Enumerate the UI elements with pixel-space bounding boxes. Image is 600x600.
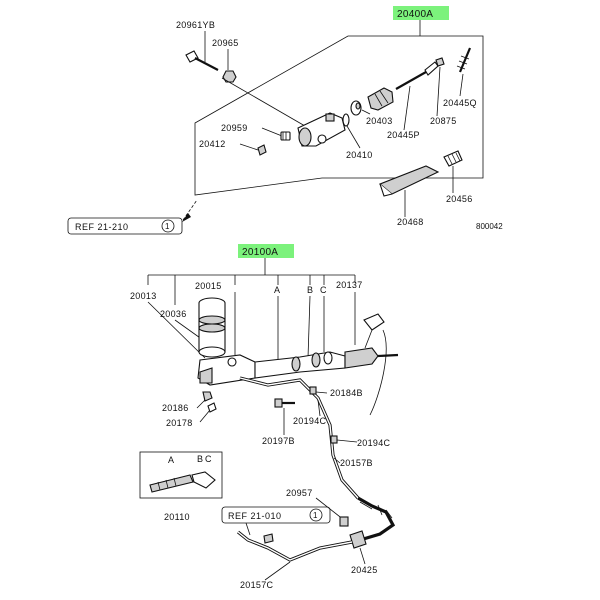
assembly-number-upper: 20400A: [397, 9, 433, 20]
leader-line: [333, 457, 341, 464]
part-label: 20184B: [330, 388, 363, 398]
part-label: 20961YB: [176, 20, 215, 30]
clip-icon: [309, 386, 317, 395]
leader-line: [239, 143, 259, 151]
leader-line: [359, 547, 366, 565]
bolt-icon: [274, 398, 295, 408]
leader-line: [403, 85, 411, 131]
clip-icon: [330, 435, 338, 444]
part-label: 20157B: [340, 458, 373, 468]
letter-label: C: [205, 454, 212, 464]
bolt-icon: [185, 50, 219, 71]
part-label: 20468: [397, 217, 424, 227]
piston-icon: [350, 100, 362, 116]
nut-icon: [435, 57, 445, 67]
leader-line: [196, 399, 206, 409]
assembly-highlight-lower: [238, 244, 294, 258]
leader-line: [315, 391, 328, 394]
letter-label: B: [307, 285, 313, 295]
ref-circle-icon: [309, 508, 323, 522]
part-label: 20178: [166, 418, 193, 428]
leader-line: [147, 301, 206, 359]
part-label: 20110: [164, 512, 190, 522]
clip-icon: [263, 533, 274, 544]
part-label: 20186: [162, 403, 189, 413]
part-label: 20965: [212, 38, 239, 48]
threaded-rod-icon: [456, 47, 472, 73]
clip-icon: [339, 516, 349, 527]
letter-label: A: [274, 285, 280, 295]
arrow-head-icon: [182, 213, 191, 222]
part-label: 20445P: [387, 130, 420, 140]
ref-circle-icon: [161, 219, 175, 233]
part-label: 20445Q: [443, 98, 477, 108]
seal-icon: [342, 113, 350, 127]
part-label: 20013: [130, 291, 157, 301]
part-label: 20194C: [357, 438, 391, 448]
part-label: 20403: [366, 116, 393, 126]
part-label: 20425: [351, 565, 378, 575]
part-label: 20959: [221, 123, 248, 133]
leader-line: [199, 409, 211, 423]
ref-box-upper: [67, 217, 183, 235]
assembly-highlight-upper: [393, 6, 449, 20]
leader-line: [307, 295, 311, 359]
part-label: 20410: [346, 150, 373, 160]
assembly-number-lower: 20100A: [242, 247, 278, 258]
reservoir-icon: [198, 297, 226, 358]
slave-cylinder-icon: [297, 112, 346, 147]
part-label: 20456: [446, 194, 473, 204]
ref-text: REF 21-210: [75, 222, 129, 232]
cap-icon: [257, 144, 267, 156]
leader-line: [261, 127, 283, 137]
drawing-code: 800042: [476, 222, 503, 231]
flexible-hose-icon: [349, 496, 396, 549]
bracket-icon: [378, 165, 440, 197]
washer-icon: [207, 402, 217, 413]
push-rod-icon: [149, 471, 216, 493]
leader-line: [264, 561, 291, 581]
letter-label: A: [168, 455, 174, 465]
part-label: 20036: [160, 309, 187, 319]
part-label: 20412: [199, 139, 226, 149]
part-label: 20957: [286, 488, 313, 498]
nut-icon: [202, 391, 213, 402]
ref-circle-number: 1: [165, 222, 170, 231]
ref-leader: [245, 522, 251, 536]
push-rod-icon: [395, 61, 439, 90]
part-label: 20194C: [293, 416, 327, 426]
leader-line: [317, 399, 321, 417]
bleeder-icon: [280, 131, 291, 141]
detail-box: [139, 451, 223, 499]
clevis-icon: [363, 313, 385, 349]
part-label: 20197B: [262, 436, 295, 446]
part-label: 20157C: [240, 580, 274, 590]
leader-line: [459, 73, 464, 97]
spring-icon: [443, 150, 463, 167]
part-label: 20137: [336, 280, 363, 290]
leader-line: [221, 77, 306, 127]
letter-label: C: [320, 285, 327, 295]
clutch-pipe-lower: [237, 530, 353, 562]
boot-icon: [367, 87, 394, 111]
leader-line: [346, 125, 361, 149]
pedal-rod-line: [369, 329, 387, 416]
ref-circle-number: 1: [313, 511, 318, 520]
upper-assembly-frame: [194, 35, 484, 196]
leader-line: [336, 439, 358, 443]
ref-arrow-line: [182, 199, 198, 221]
letter-label: B: [197, 454, 203, 464]
nut-icon: [222, 70, 237, 83]
leader-line: [436, 66, 441, 117]
ref-text: REF 21-010: [228, 511, 282, 521]
leader-line: [361, 109, 371, 115]
part-label: 20015: [195, 281, 222, 291]
part-label: 20875: [430, 116, 457, 126]
ref-box-lower: [221, 506, 331, 524]
